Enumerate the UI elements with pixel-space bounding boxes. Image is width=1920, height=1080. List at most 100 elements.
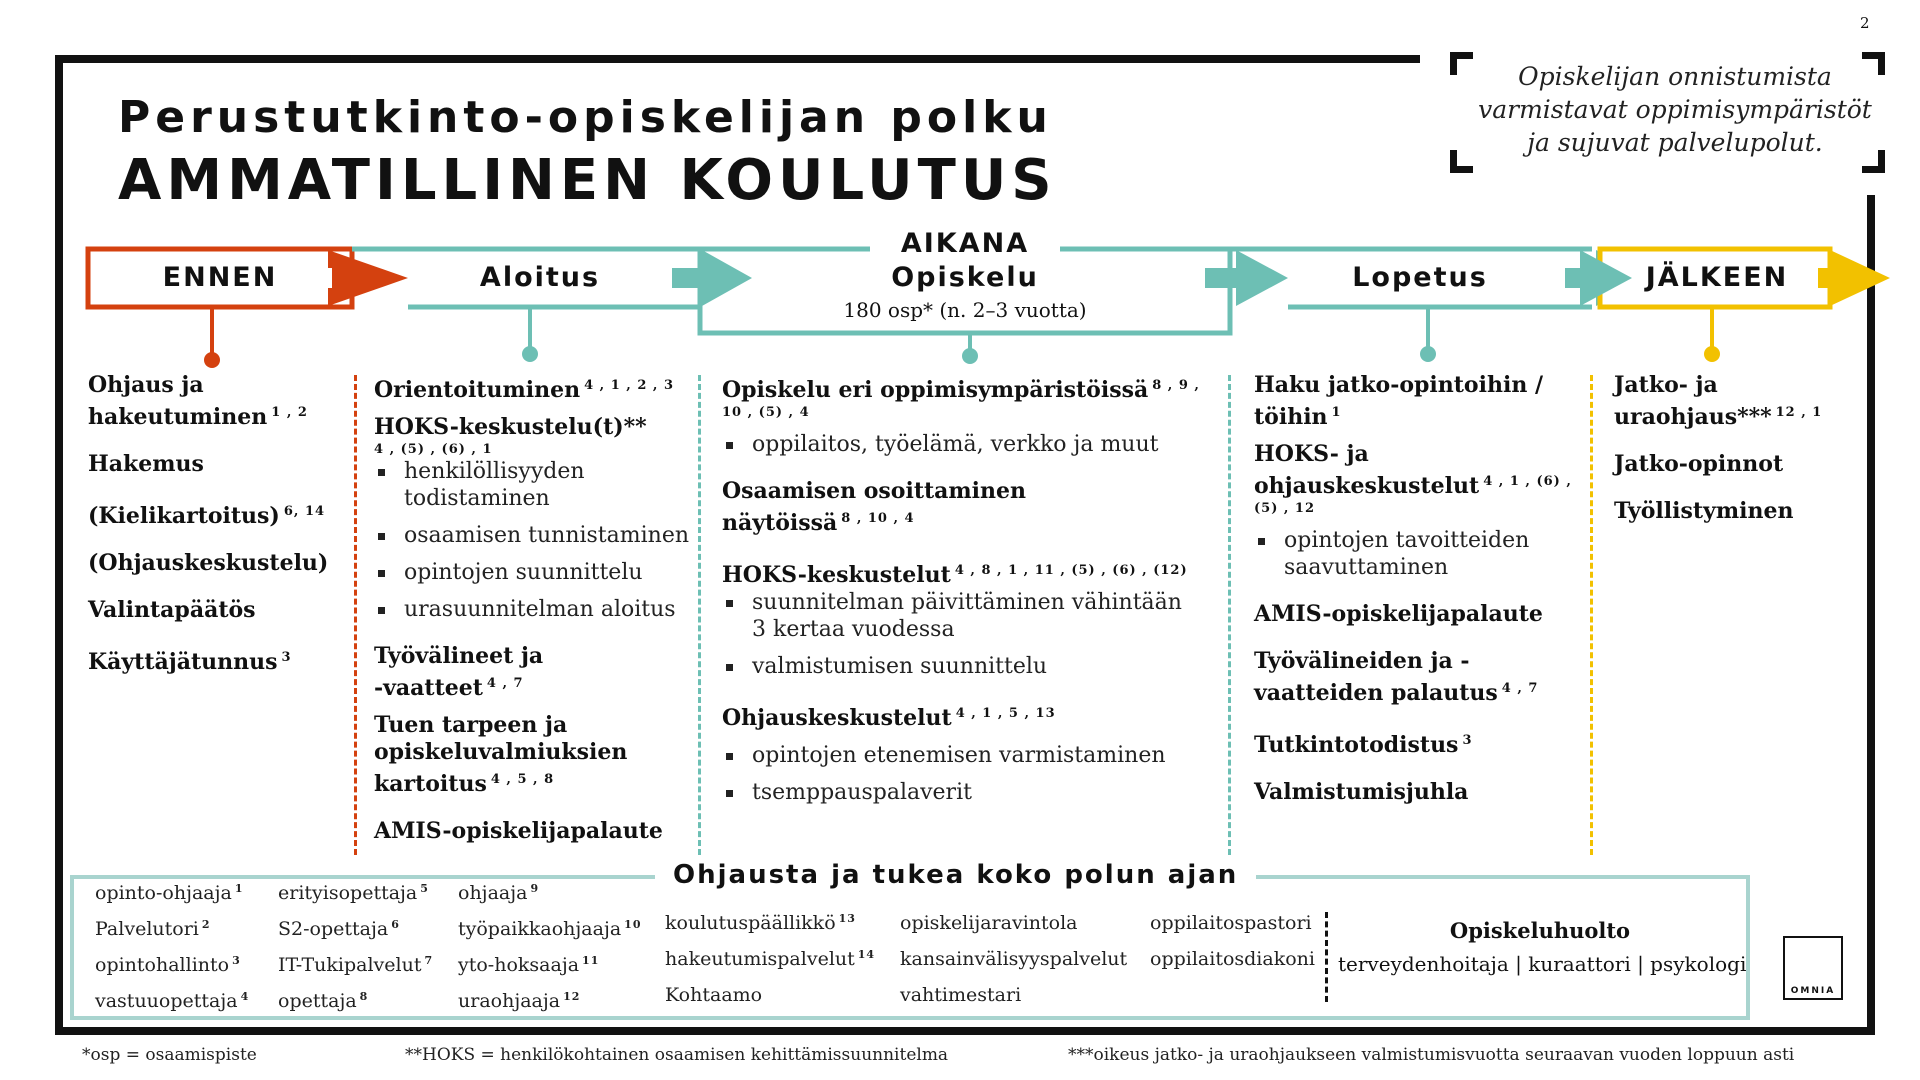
support-role-sup: 8 (359, 990, 369, 1003)
support-role-sup: 3 (232, 954, 241, 967)
support-role-name: S2-opettaja (278, 918, 389, 940)
jalkeen-column: Jatko- ja uraohjaus***12 , 1 Jatko-opinn… (1614, 372, 1864, 525)
support-role-name: IT-Tukipalvelut (278, 954, 422, 976)
aloitus-item-amis: AMIS-opiskelijapalaute (374, 818, 663, 844)
aloitus-bullet-3: opintojen suunnittelu (374, 559, 694, 586)
opiskeluhuolto-title: Opiskeluhuolto (1449, 918, 1631, 943)
lopetus-item-amis: AMIS-opiskelijapalaute (1254, 601, 1543, 627)
support-role-name: oppilaitosdiakoni (1150, 948, 1315, 970)
support-role-sup: 9 (530, 882, 540, 895)
tagline-corner-tr (1862, 52, 1885, 75)
support-role: opiskelijaravintola (900, 912, 1078, 934)
lopetus-dot (1420, 346, 1436, 362)
support-role-sup: 6 (391, 918, 400, 931)
support-role-name: opintohallinto (95, 954, 230, 976)
stage-opiskelu: Opiskelu (891, 262, 1039, 293)
tagline-corner-br (1862, 150, 1885, 173)
support-role-name: ohjaaja (458, 882, 528, 904)
opiskeluhuolto-divider (1325, 912, 1328, 1002)
opiskelu-bullet-2: suunnitelman päivittäminen vähintään 3 k… (722, 589, 1192, 643)
opiskelu-bullet-1: oppilaitos, työelämä, verkko ja muut (722, 431, 1222, 458)
support-role-name: työpaikkaohjaaja (458, 918, 622, 940)
tagline-line: ja sujuvat palvelupolut. (1527, 128, 1823, 157)
tagline-corner-tl (1450, 52, 1473, 75)
ennen-arrow-head (328, 250, 408, 306)
page-title-line-1: Perustutkinto-opiskelijan polku (118, 92, 1053, 143)
stage-jalkeen: JÄLKEEN (1645, 262, 1789, 293)
support-role-sup: 5 (420, 882, 429, 895)
jalkeen-dot (1704, 346, 1720, 362)
omnia-logo-text: OMNIA (1790, 986, 1836, 996)
lopetus-item-valmistumisjuhla: Valmistumisjuhla (1254, 779, 1469, 805)
footnote-hoks: **HOKS = henkilökohtainen osaamisen kehi… (405, 1045, 949, 1065)
stage-aloitus: Aloitus (479, 262, 601, 293)
ennen-item-valintapaatos: Valintapäätös (88, 597, 256, 623)
jalkeen-box (1597, 246, 1833, 310)
support-role-sup: 11 (582, 954, 600, 967)
support-role-name: erityisopettaja (278, 882, 418, 904)
jalkeen-arrow-head (1818, 250, 1890, 306)
support-role-sup: 7 (424, 954, 434, 967)
support-role-name: koulutuspäällikkö (665, 912, 836, 934)
support-role: Kohtaamo (665, 984, 762, 1006)
lopetus-arrow-head-2 (1580, 250, 1632, 306)
support-role-name: Kohtaamo (665, 984, 763, 1006)
footnote-uraohjaus: ***oikeus jatko- ja uraohjaukseen valmis… (1068, 1045, 1795, 1065)
opiskelu-bullet-3: valmistumisen suunnittelu (722, 653, 1222, 680)
stage-ennen: ENNEN (162, 262, 278, 293)
tagline-line: varmistavat oppimisympäristöt (1478, 95, 1872, 124)
footnote-osp: *osp = osaamispiste (82, 1045, 257, 1065)
stage-opiskelu-sub: 180 osp* (n. 2–3 vuotta) (843, 298, 1087, 322)
aloitus-dot (522, 346, 538, 362)
support-role-name: Palvelutori (95, 918, 199, 940)
support-role-name: uraohjaaja (458, 990, 561, 1012)
opiskelu-arrow-head (1205, 250, 1288, 306)
tagline-corner-bl (1450, 150, 1473, 173)
separator-3 (1228, 375, 1231, 855)
jalkeen-item-uraohjaus: Jatko- ja uraohjaus***12 , 1 (1614, 372, 1823, 430)
support-role-sup: 13 (838, 912, 856, 925)
support-role-name: kansainvälisyyspalvelut (900, 948, 1128, 970)
aloitus-item-hoks: HOKS-keskustelu(t)** 4 , (5) , (6) , 1 (374, 414, 647, 457)
page-frame (55, 55, 1875, 1035)
support-role: vahtimestari (900, 984, 1021, 1006)
stage-aikana: AIKANA (900, 228, 1030, 259)
aloitus-bullet-4: urasuunnitelman aloitus (374, 596, 694, 623)
opiskelu-bullet-4: opintojen etenemisen varmistaminen (722, 742, 1222, 769)
ennen-dot (204, 352, 220, 368)
ennen-item-hakemus: Hakemus (88, 451, 204, 477)
support-role-sup: 14 (857, 948, 876, 961)
support-role-name: opinto-ohjaaja (95, 882, 232, 904)
jalkeen-item-tyollistyminen: Työllistyminen (1614, 498, 1794, 524)
support-role-sup: 4 (240, 990, 250, 1003)
lopetus-bullet-1: opintojen tavoitteiden saavuttaminen (1254, 527, 1554, 581)
support-role-sup: 12 (563, 990, 581, 1003)
aloitus-bullet-1: henkilöllisyyden todistaminen (374, 458, 654, 512)
page-number: 2 (1860, 14, 1870, 32)
support-role-name: yto-hoksaaja (458, 954, 580, 976)
frame-gap (1420, 45, 1890, 195)
support-role-sup: 1 (234, 882, 244, 895)
ennen-box (85, 246, 355, 310)
support-role-name: oppilaitospastori (1150, 912, 1312, 934)
